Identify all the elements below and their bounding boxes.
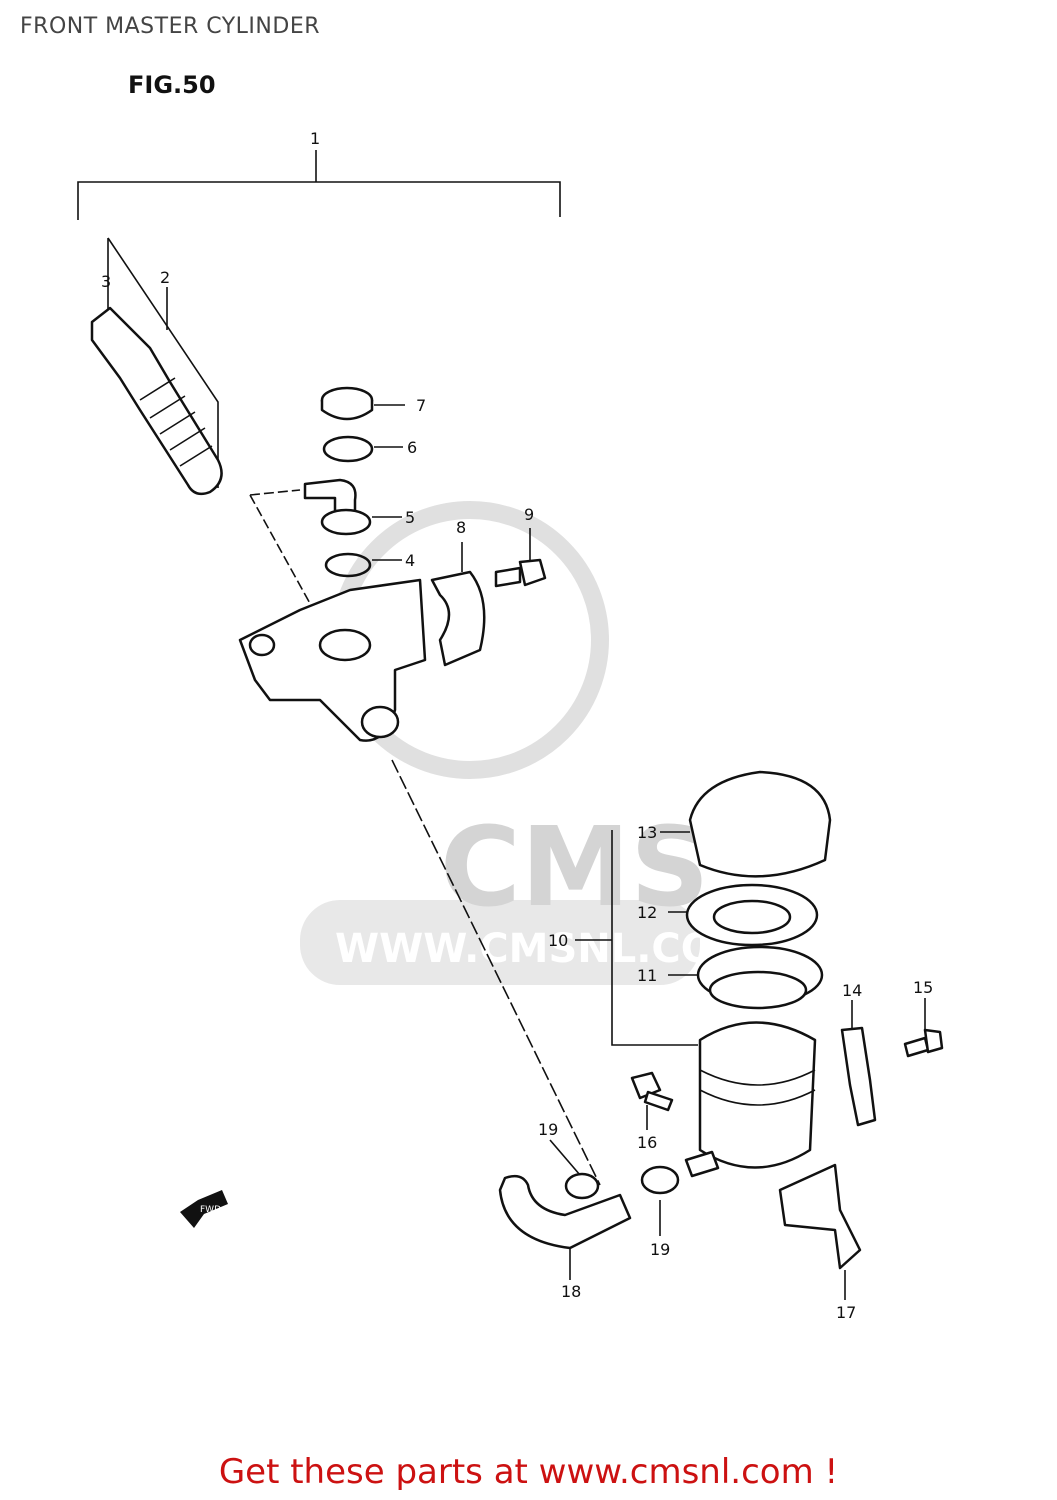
callout-2: 2 — [160, 268, 170, 287]
watermark-brand: CMS — [440, 803, 709, 931]
callout-3: 3 — [101, 272, 111, 291]
connector-part — [303, 478, 402, 536]
master-cylinder-body — [238, 489, 427, 742]
callout-7: 7 — [416, 396, 426, 415]
callout-1: 1 — [310, 129, 320, 148]
bracket-part — [778, 1163, 862, 1300]
callout-8: 8 — [456, 518, 466, 537]
reservoir-hose-part — [498, 1174, 632, 1280]
callout-11: 11 — [637, 966, 657, 985]
watermark-url: WWW.CMSNL.COM — [335, 926, 755, 972]
piston-kit — [90, 237, 223, 496]
callout-18: 18 — [561, 1282, 581, 1301]
callout-19a: 19 — [538, 1120, 558, 1139]
reservoir-bolt-part — [630, 1071, 674, 1130]
callout-6: 6 — [407, 438, 417, 457]
fwd-label: FWD — [200, 1205, 221, 1215]
callout-19b: 19 — [650, 1240, 670, 1259]
callout-4: 4 — [405, 551, 415, 570]
reservoir-assembly — [575, 770, 832, 1169]
callout-15: 15 — [913, 978, 933, 997]
hose-clip-part — [549, 1139, 600, 1200]
callout-10: 10 — [548, 931, 568, 950]
boot-part — [320, 386, 405, 421]
figure-label: FIG.50 — [128, 71, 216, 99]
reservoir-screw-part — [903, 998, 944, 1058]
footer-link[interactable]: Get these parts at www.cmsnl.com ! — [218, 1452, 839, 1492]
callout-5: 5 — [405, 508, 415, 527]
callout-16: 16 — [637, 1133, 657, 1152]
callout-13: 13 — [637, 823, 657, 842]
o-ring-part — [324, 552, 402, 578]
callout-17: 17 — [836, 1303, 856, 1322]
callout-14: 14 — [842, 981, 862, 1000]
reservoir-bracket-part — [840, 1000, 877, 1127]
assembly-bracket — [77, 150, 561, 220]
page-title: FRONT MASTER CYLINDER — [20, 14, 321, 39]
clamp-bolt-part — [494, 528, 547, 588]
callout-9: 9 — [524, 505, 534, 524]
fwd-arrow-icon: FWD — [180, 1190, 228, 1228]
hose-clip-part-2 — [640, 1165, 680, 1236]
watermark: CMS WWW.CMSNL.COM — [300, 501, 755, 985]
callout-12: 12 — [637, 903, 657, 922]
clamp-part — [430, 542, 486, 667]
circlip-part — [322, 435, 403, 463]
reservoir-nipple — [684, 1150, 720, 1178]
